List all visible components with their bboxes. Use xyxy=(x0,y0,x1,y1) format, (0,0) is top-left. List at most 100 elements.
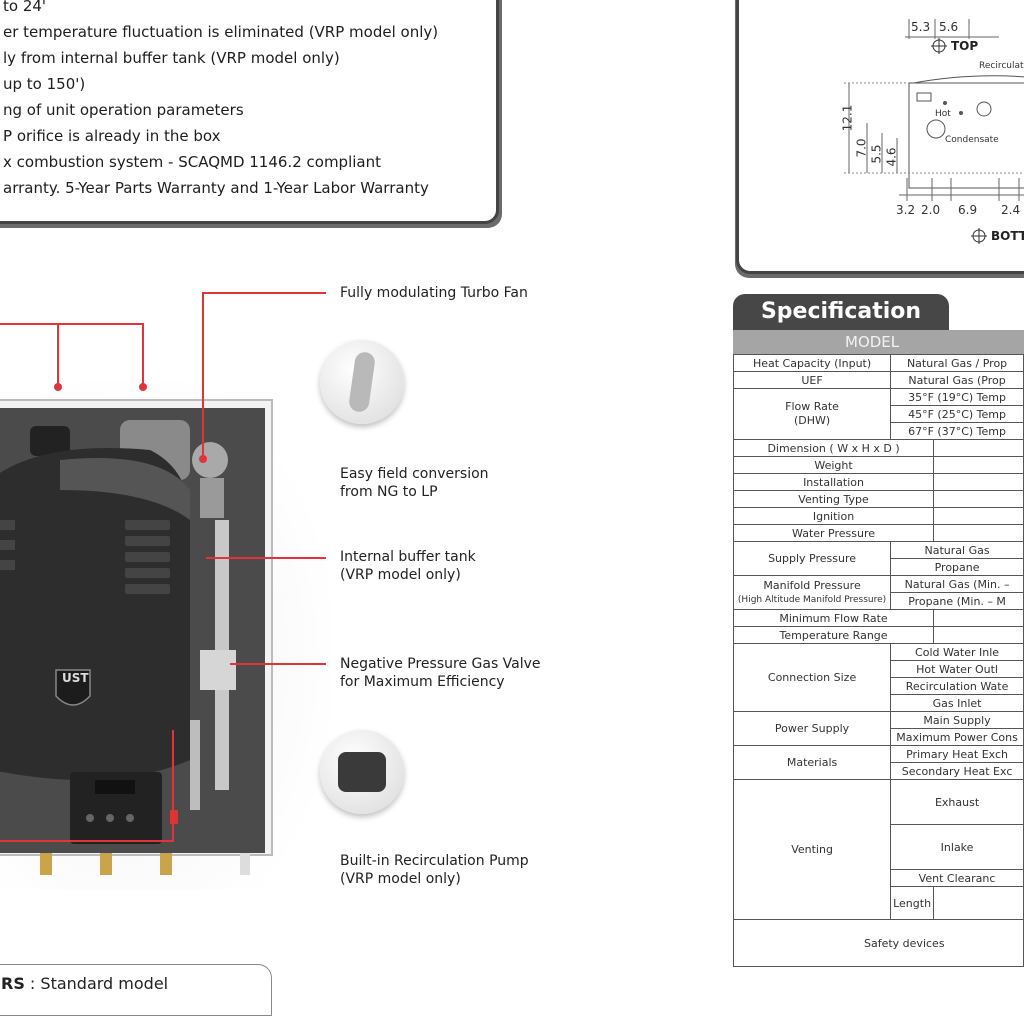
table-row: Water Pressure xyxy=(732,524,1024,542)
feature-line: x combustion system - SCAQMD 1146.2 comp… xyxy=(3,153,381,171)
table-cell: Gas Inlet xyxy=(890,694,1024,712)
table-cell: Water Pressure xyxy=(732,524,935,542)
spec-title: Specification xyxy=(733,294,949,330)
table-cell: 35°F (19°C) Temp xyxy=(890,388,1024,406)
hot-label: Hot xyxy=(935,109,951,119)
model-header-bar: MODEL xyxy=(733,330,1024,354)
leader-line xyxy=(202,292,204,458)
water-heater-illustration xyxy=(0,399,273,875)
leader-dot xyxy=(199,455,207,463)
table-row: Hot Water Outl xyxy=(734,660,1024,678)
dimension-diagram: 5.3 5.6 TOP Recirculation Hot Condensate… xyxy=(736,0,1024,274)
brand-logo: UST xyxy=(62,671,89,685)
dim-label: 4.6 xyxy=(884,147,899,167)
leader-line xyxy=(202,292,326,294)
table-cell: Natural Gas (Min. – xyxy=(890,575,1024,593)
leader-line xyxy=(172,730,174,842)
callout-turbo-fan: Fully modulating Turbo Fan xyxy=(340,285,528,301)
callout-buffer-tank: Internal buffer tank (VRP model only) xyxy=(340,549,476,583)
table-cell: Flow Rate(DHW) xyxy=(732,388,892,440)
table-cell: Cold Water Inle xyxy=(890,643,1024,661)
table-row: Minimum Flow Rate xyxy=(732,609,1024,627)
table-row: Flow Rate(DHW)35°F (19°C) Temp xyxy=(732,388,1024,440)
table-cell: Venting Type xyxy=(732,490,935,508)
table-cell: Dimension ( W x H x D ) xyxy=(732,439,935,457)
table-row: Safety devices xyxy=(733,919,1024,967)
table-cell: Connection Size xyxy=(732,643,892,712)
callout-gas-valve: Negative Pressure Gas Valve for Maximum … xyxy=(340,656,541,690)
table-row: Length xyxy=(734,886,1024,920)
specification-table: Heat Capacity (Input)Natural Gas / Prop … xyxy=(732,354,1024,967)
table-row: Manifold Pressure(High Altitude Manifold… xyxy=(732,575,1024,610)
table-cell: Length xyxy=(890,886,935,920)
dim-label: 5.3 xyxy=(911,20,931,34)
leader-line xyxy=(0,323,144,325)
table-row: Maximum Power Cons xyxy=(734,728,1024,746)
table-row: Dimension ( W x H x D ) xyxy=(732,439,1024,457)
table-cell: Hot Water Outl xyxy=(890,660,1024,678)
features-box: to 24' er temperature fluctuation is eli… xyxy=(0,0,499,224)
dim-label: 5.5 xyxy=(869,144,884,164)
table-cell: Heat Capacity (Input) xyxy=(732,354,892,372)
feature-line: ng of unit operation parameters xyxy=(3,101,244,119)
leader-dot xyxy=(139,383,147,391)
feature-line: to 24' xyxy=(3,0,47,15)
model-header: MODEL xyxy=(845,333,900,351)
leader-line xyxy=(142,323,144,385)
table-cell: Natural Gas (Prop xyxy=(890,371,1024,389)
table-row: Inlake xyxy=(734,824,1024,870)
orifice-part-image xyxy=(320,340,404,424)
table-cell: Manifold Pressure(High Altitude Manifold… xyxy=(732,575,892,610)
table-cell: Natural Gas / Prop xyxy=(890,354,1024,372)
table-cell: Exhaust xyxy=(890,779,1024,825)
table-cell: Weight xyxy=(732,456,935,474)
table-cell: Inlake xyxy=(890,824,1024,870)
leader-line xyxy=(0,840,174,842)
feature-line: P orifice is already in the box xyxy=(3,127,221,145)
leader-line xyxy=(57,323,59,385)
recirculation-pump-image xyxy=(320,730,404,814)
table-cell: Secondary Heat Exc xyxy=(890,762,1024,780)
table-cell: 45°F (25°C) Temp xyxy=(890,405,1024,423)
table-row: Heat Capacity (Input)Natural Gas / Prop xyxy=(732,354,1024,372)
table-cell: Natural Gas xyxy=(890,541,1024,559)
callout-recirculation-pump: Built-in Recirculation Pump (VRP model o… xyxy=(340,853,529,887)
table-cell: Propane xyxy=(890,558,1024,576)
table-row: Secondary Heat Exc xyxy=(734,762,1024,780)
table-row: Propane (Min. – M xyxy=(734,592,1024,610)
feature-line: up to 150') xyxy=(3,75,86,93)
table-cell: Recirculation Wate xyxy=(890,677,1024,695)
table-cell: 67°F (37°C) Temp xyxy=(890,422,1024,440)
table-row: Vent Clearanc xyxy=(734,869,1024,887)
table-row: Installation xyxy=(732,473,1024,491)
dim-label: 12.1 xyxy=(840,104,855,132)
table-row: Venting Type xyxy=(732,490,1024,508)
dim-label: 2.4 xyxy=(1001,203,1021,217)
table-cell: Materials xyxy=(732,745,892,780)
table-cell: Propane (Min. – M xyxy=(890,592,1024,610)
table-cell: Vent Clearanc xyxy=(890,869,1024,887)
leader-line xyxy=(206,557,326,559)
table-cell: Supply Pressure xyxy=(732,541,892,576)
table-cell: Minimum Flow Rate xyxy=(732,609,935,627)
feature-line: ly from internal buffer tank (VRP model … xyxy=(3,49,340,67)
table-cell: Temperature Range xyxy=(732,626,935,644)
feature-line: arranty. 5-Year Parts Warranty and 1-Yea… xyxy=(3,179,429,197)
dim-label: 2.0 xyxy=(921,203,941,217)
table-cell: Primary Heat Exch xyxy=(890,745,1024,763)
leader-line xyxy=(230,663,326,665)
table-row: Temperature Range xyxy=(732,626,1024,644)
table-cell: Power Supply xyxy=(732,711,892,746)
condensate-label: Condensate xyxy=(945,135,999,145)
dim-label: 3.2 xyxy=(896,203,916,217)
table-row: 45°F (25°C) Temp xyxy=(734,405,1024,423)
bottom-view-label: BOTTOM xyxy=(991,229,1024,243)
model-note: RS : Standard model xyxy=(1,974,169,993)
table-cell: Maximum Power Cons xyxy=(890,728,1024,746)
leader-dot xyxy=(54,383,62,391)
